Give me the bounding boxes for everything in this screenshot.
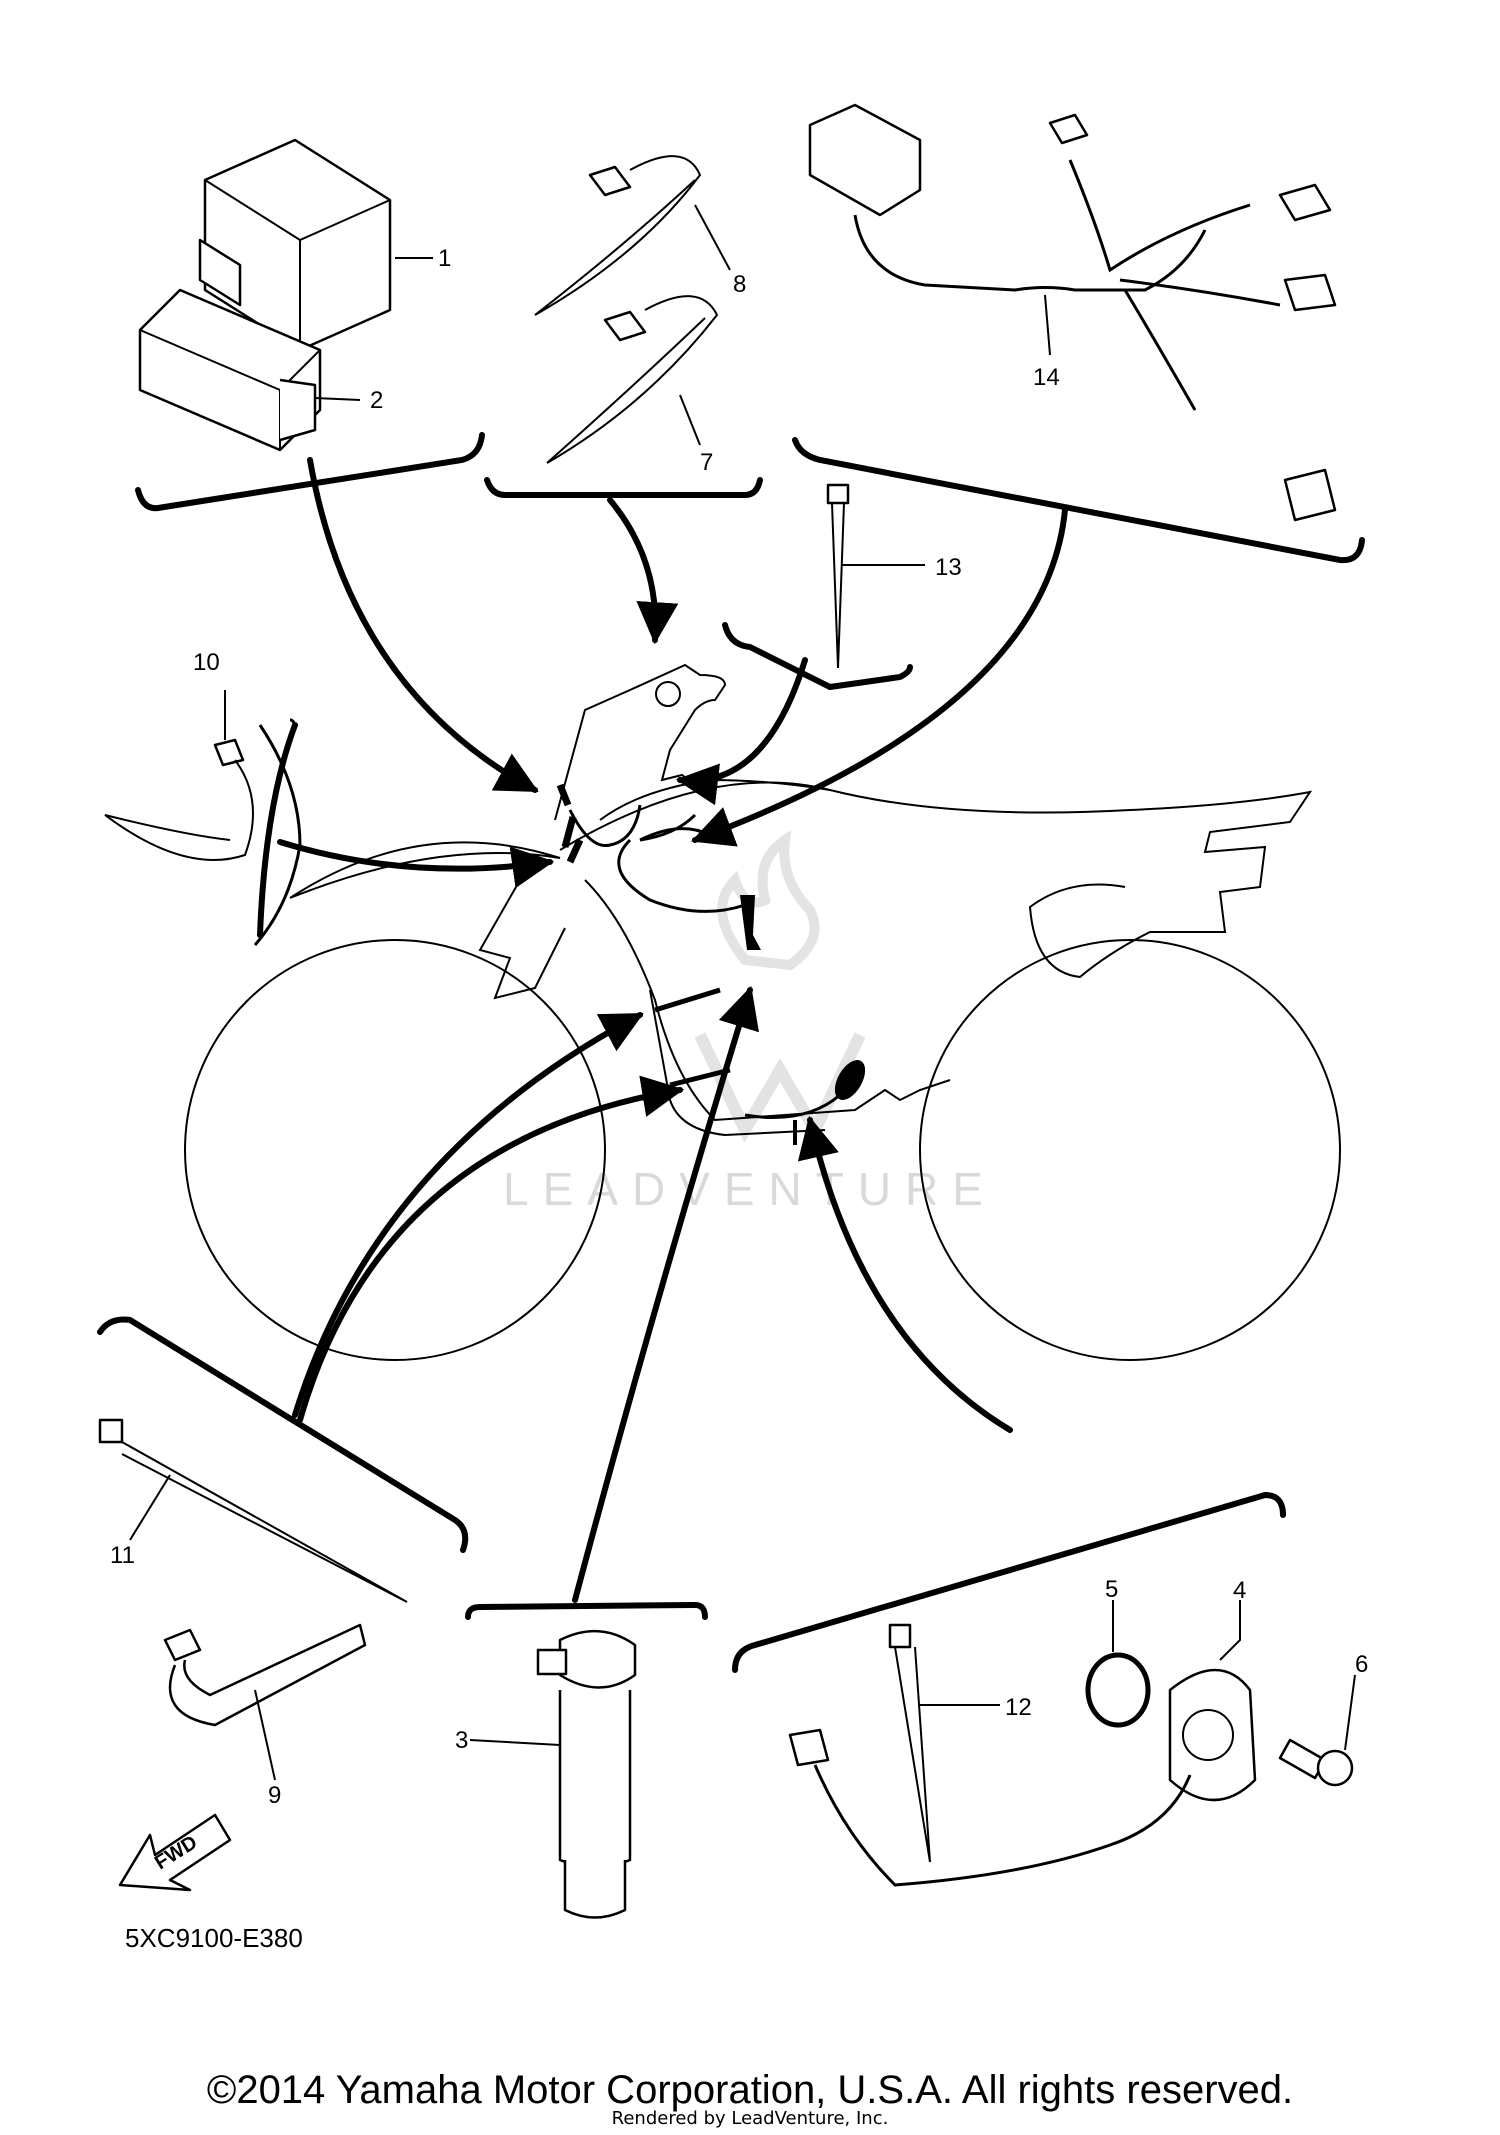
callout-labels: 1 2 3 4 5 6 7 8 9 10 11 12 13 14	[110, 245, 1368, 1809]
o-ring-icon	[1085, 1600, 1151, 1728]
callout-8: 8	[733, 271, 746, 298]
wire-harness-icon	[808, 103, 1337, 522]
group-brackets	[97, 432, 1365, 1673]
band-clamp-icon	[104, 690, 302, 946]
callout-5: 5	[1105, 1576, 1118, 1603]
pickup-sensor-icon	[788, 1600, 1257, 1887]
copyright-notice: ©2014 Yamaha Motor Corporation, U.S.A. A…	[206, 2068, 1294, 2112]
cable-tie-icon	[888, 1623, 1000, 1863]
callout-2: 2	[370, 387, 383, 414]
connector-clamp-icon	[534, 155, 731, 316]
leader-arrows	[277, 457, 1068, 1603]
callout-11: 11	[110, 1542, 135, 1569]
connector-clamp-icon	[546, 295, 719, 464]
cable-tie-icon	[98, 1418, 408, 1603]
callout-1: 1	[438, 245, 451, 272]
ignition-coil-icon	[469, 1629, 637, 1919]
cable-tie-icon	[826, 483, 925, 669]
rendered-by-notice: Rendered by LeadVenture, Inc.	[611, 2108, 889, 2129]
callout-9: 9	[268, 1782, 281, 1809]
relay-icon	[138, 288, 361, 452]
callout-12: 12	[1005, 1694, 1032, 1721]
watermark: LEADVENTURE	[503, 829, 997, 1215]
diagram-code: 5XC9100-E380	[125, 1923, 303, 1953]
rear-wheel	[919, 939, 1341, 1361]
callout-3: 3	[455, 1727, 468, 1754]
bolt-icon	[1278, 1674, 1356, 1787]
front-wheel	[184, 939, 606, 1361]
watermark-text: LEADVENTURE	[503, 1163, 997, 1215]
callout-13: 13	[935, 554, 962, 581]
callout-6: 6	[1355, 1651, 1368, 1678]
callout-4: 4	[1233, 1577, 1246, 1604]
callout-7: 7	[700, 449, 713, 476]
forward-direction-arrow: FWD	[118, 1813, 232, 1892]
cdi-unit-icon	[198, 138, 433, 352]
motorcycle-outline	[184, 663, 1341, 1361]
callout-10: 10	[193, 649, 220, 676]
callout-14: 14	[1033, 364, 1060, 391]
band-clamp-icon	[163, 1623, 367, 1781]
